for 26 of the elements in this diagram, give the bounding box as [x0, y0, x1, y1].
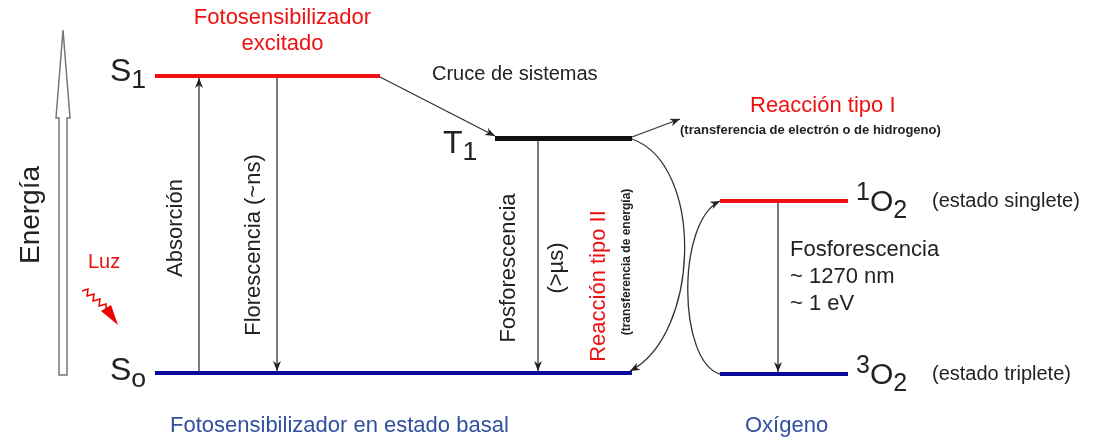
arrow	[379, 76, 496, 137]
state-label: $^{3}$O$_{2}$	[856, 350, 908, 397]
reaction-note: (transferencia de energía)	[619, 188, 633, 336]
axis-label: Energía	[14, 165, 46, 265]
arrow	[195, 77, 203, 372]
state-label: T$_{1}$	[443, 124, 478, 168]
group-caption: Fotosensibilizador en estado basal	[170, 412, 509, 438]
arrow	[631, 118, 681, 138]
arrow	[273, 77, 281, 372]
energy-value-label: ~ 1 eV	[790, 290, 855, 316]
state-label: S$_{o}$	[110, 351, 147, 395]
state-label: S$_{1}$	[110, 52, 147, 96]
lifetime-label: (>µs)	[543, 242, 569, 294]
reaction-note: (transferencia de electrón o de hidrogeno)	[680, 122, 941, 137]
state-caption: Fotosensibilizador excitado	[192, 4, 373, 56]
state-caption: (estado triplete)	[932, 362, 1071, 385]
light-label: Luz	[88, 250, 121, 273]
curved-arrow	[629, 138, 686, 372]
arrow	[534, 140, 542, 372]
reaction-label: Reacción tipo I	[750, 92, 896, 118]
curved-arrow	[687, 200, 721, 375]
state-label: $^{1}$O$_{2}$	[856, 177, 908, 224]
arrow	[774, 202, 782, 373]
wavelength-label: ~ 1270 nm	[790, 263, 895, 289]
group-caption: Oxígeno	[745, 412, 829, 438]
state-caption: (estado singlete)	[932, 189, 1080, 212]
